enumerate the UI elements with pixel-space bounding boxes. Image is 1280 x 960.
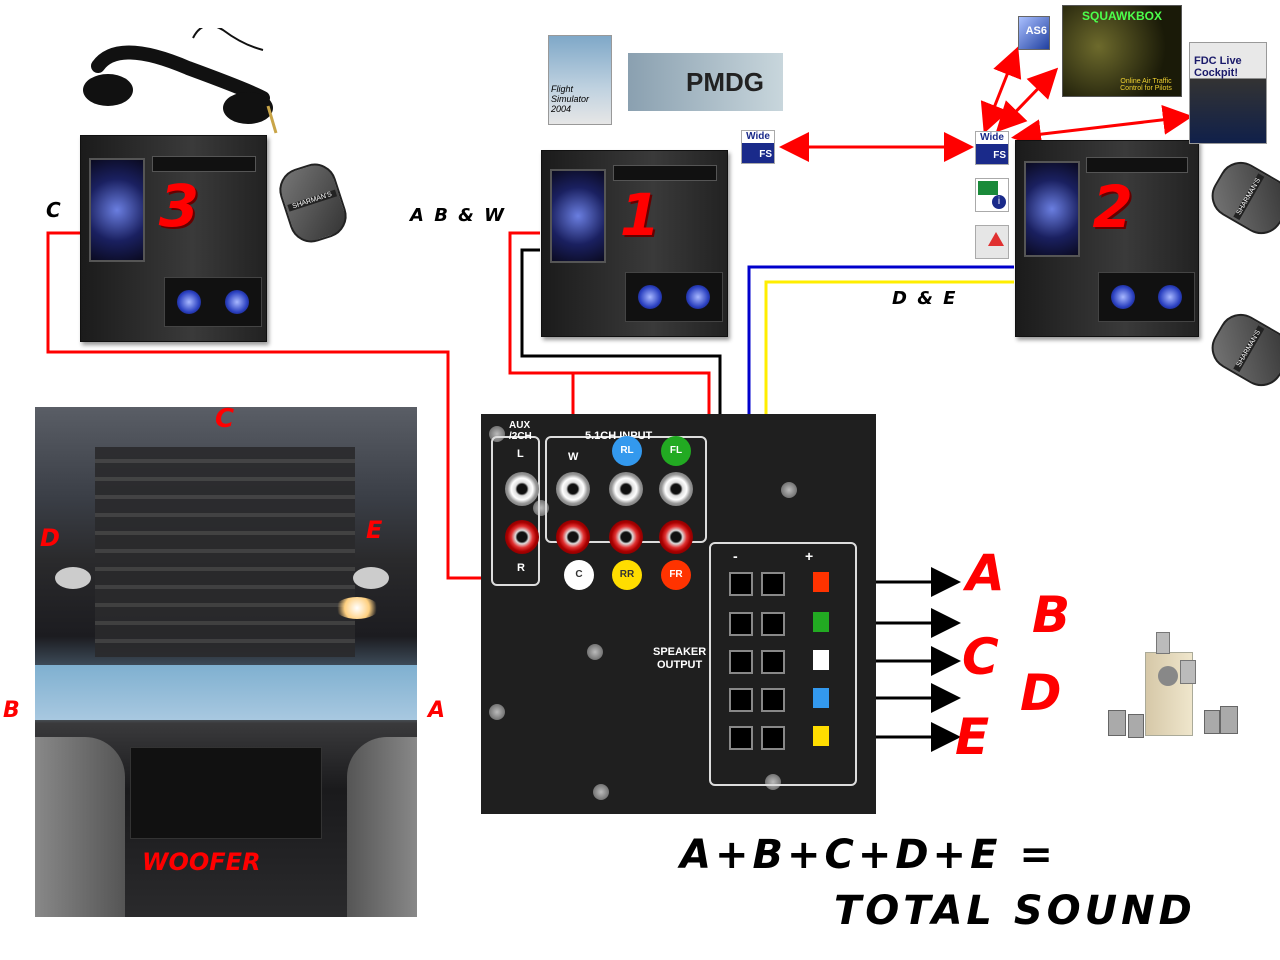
terminal-b-mid[interactable]	[761, 612, 785, 636]
computer-3-number: 3	[158, 172, 200, 240]
terminal-d-pos[interactable]	[813, 688, 829, 708]
terminal-c-pos[interactable]	[813, 650, 829, 670]
computer-2-number: 2	[1092, 173, 1133, 241]
wide-fs-icon[interactable]: Wide FS	[975, 131, 1009, 165]
formula-text: A+B+C+D+E =	[680, 832, 1057, 878]
flight-simulator-box: Flight Simulator 2004	[548, 35, 612, 125]
jack-rl[interactable]	[609, 472, 643, 506]
terminal-a-pos[interactable]	[813, 572, 829, 592]
terminal-e-mid[interactable]	[761, 726, 785, 750]
fdc-live-cockpit-box: FDC Live Cockpit!	[1189, 42, 1267, 144]
cockpit-label-b: B	[3, 698, 22, 723]
jack-label-fl: FL	[661, 436, 691, 466]
info-icon[interactable]: i	[975, 178, 1009, 212]
pc3-label: C	[46, 198, 63, 222]
terminal-d-mid[interactable]	[761, 688, 785, 712]
terminal-e-neg[interactable]	[729, 726, 753, 750]
squawkbox-logo: SQUAWKBOX Online Air Traffic Control for…	[1062, 5, 1182, 97]
total-sound-text: TOTAL SOUND	[834, 888, 1196, 934]
mic-brand: SHARMAN'S	[287, 189, 338, 212]
jack-w[interactable]	[556, 472, 590, 506]
jack-label-c: C	[564, 560, 594, 590]
terminal-d-neg[interactable]	[729, 688, 753, 712]
pmdg-logo: PMDG	[628, 53, 783, 111]
jack-label-rr: RR	[612, 560, 642, 590]
output-label-d: D	[1020, 664, 1062, 722]
output-label-c: C	[962, 628, 999, 686]
as6-icon[interactable]: AS6	[1018, 16, 1050, 50]
cockpit-label-d: D	[40, 524, 60, 552]
output-label-e: E	[955, 708, 990, 766]
cockpit-label-a: A	[428, 698, 448, 723]
amplifier-panel: AUX /2CH 5.1CH INPUT L R W RL FL C RR FR…	[481, 414, 876, 814]
link-fdc	[1011, 104, 1193, 150]
computer-2: 2	[1015, 140, 1199, 337]
link-squawkbox	[995, 67, 1059, 133]
jack-label-rl: RL	[612, 436, 642, 466]
jack-rr[interactable]	[609, 520, 643, 554]
jack-label-fr: FR	[661, 560, 691, 590]
terminal-e-pos[interactable]	[813, 726, 829, 746]
speaker-system-icon	[1100, 630, 1240, 740]
jack-fl[interactable]	[659, 472, 693, 506]
pc1-label: A B & W	[410, 205, 507, 226]
cockpit-label-c: C	[215, 404, 235, 434]
handset-icon	[83, 28, 278, 134]
terminal-c-neg[interactable]	[729, 650, 753, 674]
jack-aux-r[interactable]	[505, 520, 539, 554]
output-label-b: B	[1032, 586, 1071, 644]
computer-1-number: 1	[619, 181, 661, 249]
cockpit-label-e: E	[366, 516, 383, 544]
jack-aux-l[interactable]	[505, 472, 539, 506]
cockpit-label-woofer: WOOFER	[142, 848, 261, 876]
jack-c[interactable]	[556, 520, 590, 554]
terminal-b-neg[interactable]	[729, 612, 753, 636]
terminal-a-mid[interactable]	[761, 572, 785, 596]
cockpit-photo	[35, 407, 417, 917]
terminal-a-neg[interactable]	[729, 572, 753, 596]
terminal-b-pos[interactable]	[813, 612, 829, 632]
computer-1: 1	[541, 150, 728, 337]
map-icon[interactable]	[975, 225, 1009, 259]
aux-label: AUX /2CH	[509, 420, 532, 442]
pc2-label: D & E	[892, 288, 958, 309]
wide-fs-icon[interactable]: Wide FS	[741, 130, 775, 164]
terminal-c-mid[interactable]	[761, 650, 785, 674]
computer-3: 3	[80, 135, 267, 342]
output-label-a: A	[966, 544, 1005, 602]
jack-fr[interactable]	[659, 520, 693, 554]
speaker-output-label: SPEAKER OUTPUT	[653, 646, 707, 671]
